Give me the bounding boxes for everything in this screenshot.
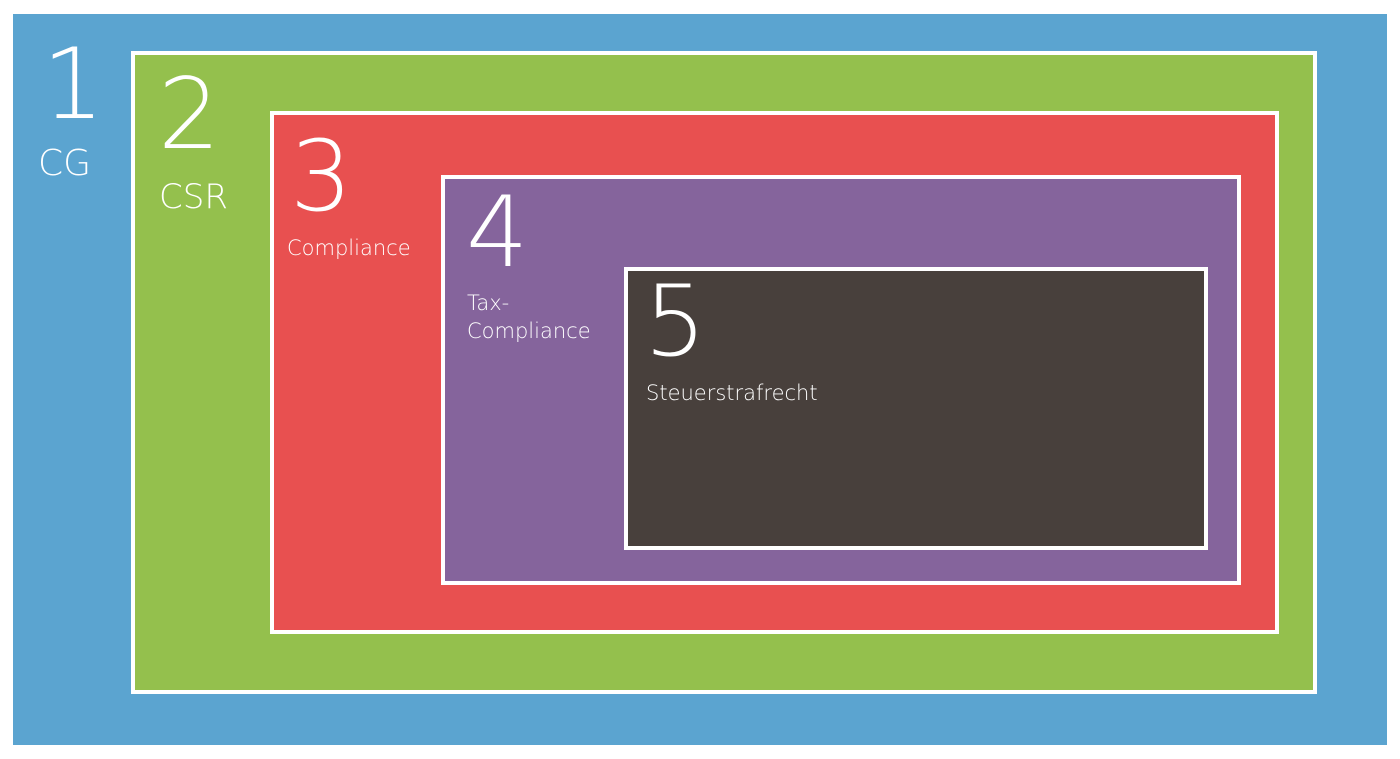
level-3-number: 3 [290, 120, 353, 234]
level-3-label: Compliance [287, 236, 411, 260]
level-1-number: 1 [42, 28, 105, 142]
level-4-label-line1: Tax- [467, 291, 510, 315]
level-5-steuerstrafrecht-box [624, 267, 1208, 550]
level-1-label: CG [38, 143, 92, 184]
level-2-number: 2 [158, 58, 221, 172]
level-5-number: 5 [644, 265, 707, 379]
level-4-number: 4 [466, 176, 529, 290]
level-5-label: Steuerstrafrecht [646, 381, 818, 405]
level-4-label-line2: Compliance [467, 319, 591, 343]
level-2-label: CSR [159, 177, 228, 217]
